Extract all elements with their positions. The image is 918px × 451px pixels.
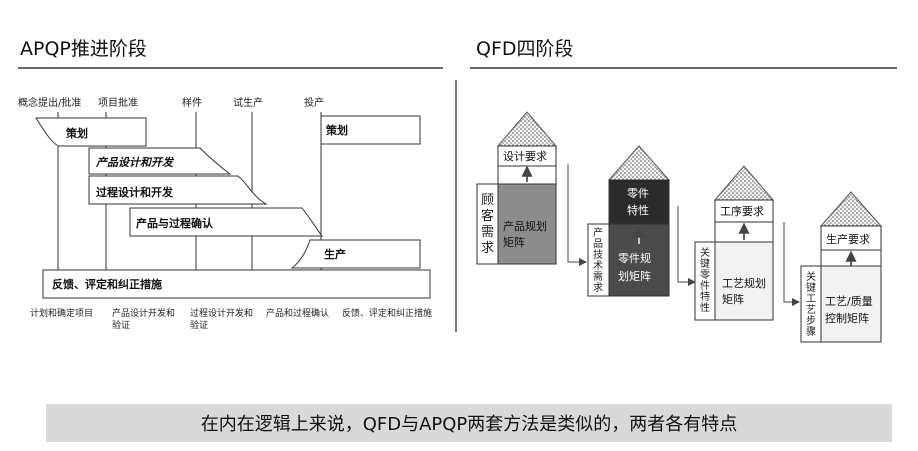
phase-validation: 产品与过程确认 xyxy=(136,216,214,230)
bottom-label-product: 产品设计开发和 xyxy=(112,307,175,319)
house3-side-4: 件 xyxy=(700,280,710,292)
milestone-pilot: 试生产 xyxy=(233,96,263,109)
bottom-label-process: 过程设计开发和 xyxy=(190,307,253,319)
house2-top-2: 特性 xyxy=(627,203,649,217)
phase-production: 生产 xyxy=(324,247,346,261)
bar-validation xyxy=(129,207,323,237)
house3-side-2: 键 xyxy=(700,257,710,270)
qfd-house-2 xyxy=(587,145,671,297)
house1-side-4: 求 xyxy=(481,241,494,256)
house2-side-4: 术 xyxy=(593,260,603,272)
house3-side-6: 性 xyxy=(700,301,710,314)
phase-product-design: 产品设计和开发 xyxy=(95,156,175,169)
phase-process-design: 过程设计和开发 xyxy=(96,185,174,199)
house2-side-2: 品 xyxy=(593,238,603,250)
house4-side-5: 步 xyxy=(806,315,816,327)
house1-body-2: 矩阵 xyxy=(503,235,525,249)
bar-production xyxy=(290,239,421,269)
house2-top-1: 零件 xyxy=(627,187,649,200)
house1-top: 设计要求 xyxy=(503,150,547,163)
connector-3-4 xyxy=(783,222,800,306)
house1-side-2: 客 xyxy=(481,208,494,224)
bar-plan-1 xyxy=(35,117,147,147)
house4-side-2: 键 xyxy=(806,281,816,294)
house2-side-1: 产 xyxy=(593,226,603,239)
connector-2-3 xyxy=(677,206,696,286)
bottom-label-validation: 产品和过程确认 xyxy=(266,307,329,319)
house2-body-1: 零件规 xyxy=(618,251,651,265)
house4-side-1: 关 xyxy=(806,270,816,283)
qfd-house-3 xyxy=(694,165,775,321)
bottom-label-product-2: 验证 xyxy=(112,319,130,331)
house4-side-4: 艺 xyxy=(806,304,816,316)
milestone-prototype: 样件 xyxy=(182,96,202,109)
house2-body-2: 划矩阵 xyxy=(618,269,651,283)
bar-feedback xyxy=(42,269,431,299)
house3-side-3: 零 xyxy=(700,269,710,281)
qfd-house-4 xyxy=(800,191,883,343)
house4-body-2: 控制矩阵 xyxy=(825,311,869,325)
house3-body-1: 工艺规划 xyxy=(722,276,766,290)
phase-plan-2: 策划 xyxy=(325,123,348,137)
house1-body-1: 产品规划 xyxy=(503,219,547,233)
bottom-label-feedback: 反馈、评定和纠正措施 xyxy=(342,307,432,319)
bar-process-design xyxy=(88,175,268,205)
apqp-title: APQP推进阶段 xyxy=(20,38,147,60)
bottom-label-process-2: 验证 xyxy=(190,319,208,331)
house2-side-5: 需 xyxy=(593,271,603,283)
milestone-launch: 投产 xyxy=(304,96,324,109)
phase-feedback: 反馈、评定和纠正措施 xyxy=(52,277,162,291)
milestone-project: 项目批准 xyxy=(98,96,138,109)
connector-1-2 xyxy=(567,164,587,266)
house4-side-3: 工 xyxy=(806,294,816,305)
house3-side-1: 关 xyxy=(700,246,710,259)
house3-body-2: 矩阵 xyxy=(722,292,744,306)
summary-banner: 在内在逻辑上来说，QFD与APQP两套方法是类似的，两者各有特点 xyxy=(46,404,892,442)
qfd-house-1 xyxy=(476,111,558,265)
house2-side-3: 技 xyxy=(593,248,603,261)
bar-plan-2 xyxy=(320,115,421,145)
house4-side-6: 骤 xyxy=(806,326,816,338)
qfd-title: QFD四阶段 xyxy=(476,38,574,60)
house3-side-5: 特 xyxy=(700,291,710,303)
house3-top: 工序要求 xyxy=(720,204,764,218)
house1-side-3: 需 xyxy=(481,225,494,240)
milestone-concept: 概念提出/批准 xyxy=(18,96,81,109)
phase-plan-1: 策划 xyxy=(65,126,88,140)
house4-top: 生产要求 xyxy=(826,232,870,246)
house4-body-1: 工艺/质量 xyxy=(825,295,873,308)
bottom-label-plan: 计划和确定项目 xyxy=(30,307,93,319)
house2-side-6: 求 xyxy=(593,282,603,294)
house1-side-1: 顾 xyxy=(481,193,494,208)
bar-product-design xyxy=(88,147,232,175)
